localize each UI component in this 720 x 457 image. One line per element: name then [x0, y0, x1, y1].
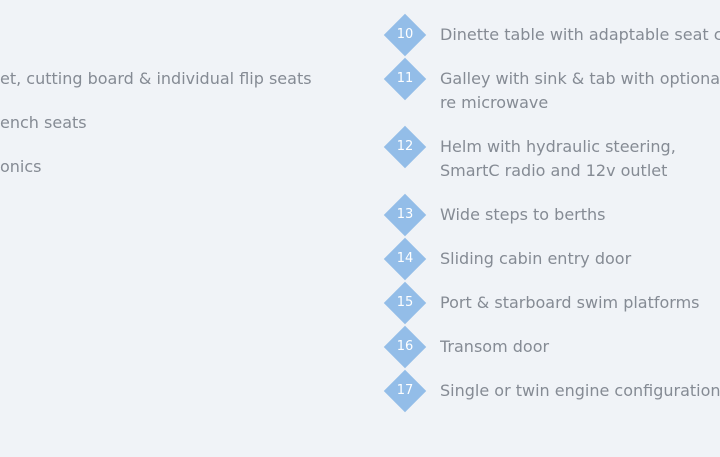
number-marker: 11	[383, 57, 427, 101]
number-marker: 12	[383, 125, 427, 169]
marker-number: 15	[396, 295, 414, 310]
marker-number: 11	[396, 71, 414, 86]
number-marker: 14	[383, 237, 427, 281]
feature-item: ench seats	[0, 111, 87, 135]
feature-item: et, cutting board & individual flip seat…	[0, 67, 312, 91]
feature-label: onics	[0, 157, 42, 176]
marker-number: 12	[396, 139, 414, 154]
marker-number: 17	[396, 383, 414, 398]
feature-label: Helm with hydraulic steering, SmartC rad…	[440, 137, 676, 180]
number-marker: 13	[383, 193, 427, 237]
feature-label: Transom door	[440, 337, 550, 356]
feature-label: Single or twin engine configuration (m	[440, 381, 720, 400]
feature-label: Port & starboard swim platforms	[440, 293, 700, 312]
feature-item: onics	[0, 155, 42, 179]
feature-label: Galley with sink & tab with optional re …	[440, 69, 720, 112]
feature-label: Dinette table with adaptable seat con	[440, 25, 720, 44]
number-marker: 15	[383, 281, 427, 325]
marker-number: 10	[396, 27, 414, 42]
marker-number: 14	[396, 251, 414, 266]
feature-label: Wide steps to berths	[440, 205, 606, 224]
number-marker: 10	[383, 13, 427, 57]
feature-label: ench seats	[0, 113, 87, 132]
marker-number: 16	[396, 339, 414, 354]
feature-label: et, cutting board & individual flip seat…	[0, 69, 312, 88]
marker-number: 13	[396, 207, 414, 222]
left-feature-list: et, cutting board & individual flip seat…	[0, 67, 312, 179]
number-marker: 17	[383, 369, 427, 413]
feature-label: Sliding cabin entry door	[440, 249, 632, 268]
number-marker: 16	[383, 325, 427, 369]
